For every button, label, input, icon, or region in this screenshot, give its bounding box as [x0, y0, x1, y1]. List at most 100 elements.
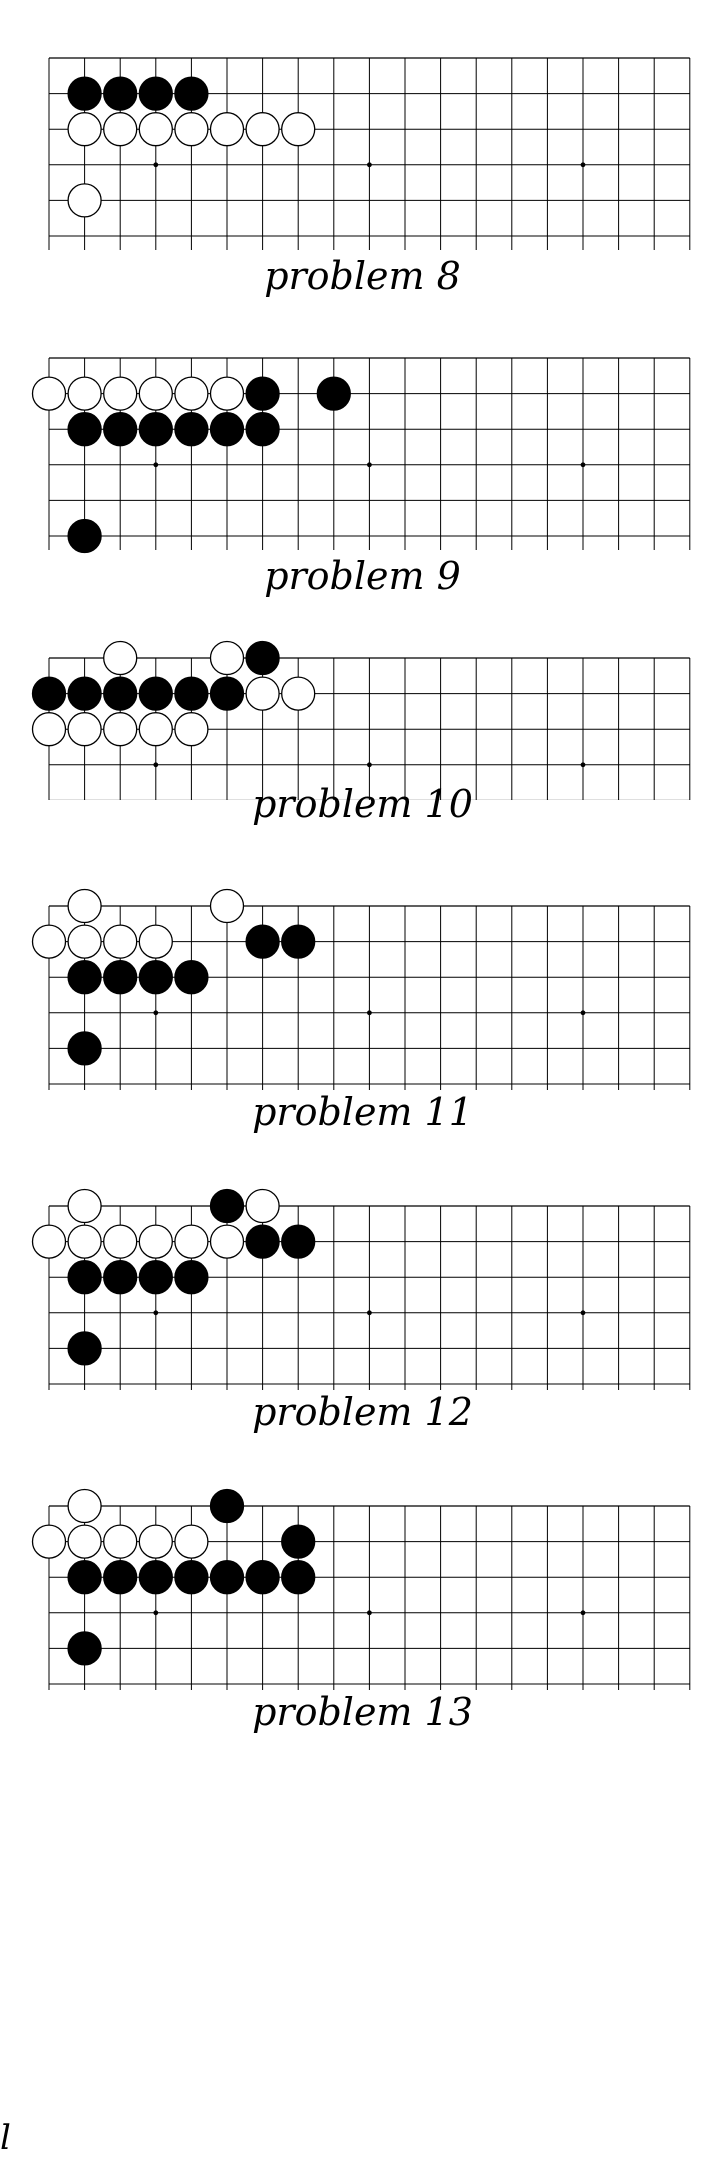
black-stone [281, 1560, 316, 1595]
white-stone [103, 924, 138, 959]
white-stone [245, 112, 280, 147]
black-stone [138, 960, 173, 995]
board-problem-13 [31, 1488, 691, 1690]
page-mark: l [0, 2118, 11, 2158]
star-point [580, 1310, 586, 1316]
white-stone [281, 676, 316, 711]
star-point [153, 1610, 159, 1616]
black-stone [281, 1524, 316, 1559]
board-problem-12 [31, 1188, 691, 1390]
white-stone [209, 376, 245, 411]
star-point [367, 1310, 372, 1316]
white-stone [103, 640, 138, 676]
star-point [153, 1310, 159, 1316]
black-stone [67, 1560, 102, 1595]
black-stone [174, 960, 209, 995]
white-stone [174, 712, 209, 747]
black-stone [67, 1031, 102, 1066]
white-stone [31, 1224, 67, 1259]
black-stone [174, 676, 209, 711]
problem-8: problem 8 [0, 40, 725, 300]
black-stone [209, 1188, 245, 1224]
black-stone [138, 676, 173, 711]
star-point [367, 1010, 372, 1016]
white-stone [138, 376, 173, 411]
white-stone [209, 1224, 245, 1259]
black-stone [138, 76, 173, 111]
star-point [153, 1010, 159, 1016]
problem-11: problem 11 [0, 870, 725, 1140]
star-point [367, 1610, 372, 1616]
black-stone [67, 412, 102, 447]
white-stone [138, 712, 173, 747]
black-stone [245, 376, 280, 411]
black-stone [209, 412, 245, 447]
star-point [580, 462, 586, 468]
black-stone [67, 76, 102, 111]
white-stone [67, 1224, 102, 1259]
problem-12-title: problem 12 [252, 1390, 473, 1434]
black-stone [103, 1260, 138, 1295]
problem-11-title: problem 11 [252, 1090, 473, 1134]
star-point [580, 1610, 586, 1616]
white-stone [31, 1524, 67, 1559]
white-stone [209, 888, 245, 924]
star-point [580, 162, 586, 168]
black-stone [31, 676, 67, 711]
black-stone [174, 76, 209, 111]
black-stone [103, 76, 138, 111]
problem-10: problem 10 [0, 640, 725, 840]
problem-13: problem 13 [0, 1470, 725, 1740]
problem-12: problem 12 [0, 1170, 725, 1440]
white-stone [174, 376, 209, 411]
black-stone [174, 1560, 209, 1595]
white-stone [103, 1524, 138, 1559]
white-stone [103, 712, 138, 747]
white-stone [67, 1488, 102, 1524]
white-stone [67, 888, 102, 924]
white-stone [281, 112, 316, 147]
white-stone [209, 640, 245, 676]
black-stone [174, 412, 209, 447]
black-stone [281, 924, 316, 959]
problem-10-title: problem 10 [252, 782, 473, 826]
white-stone [138, 112, 173, 147]
black-stone [209, 1560, 245, 1595]
board-problem-10 [31, 640, 691, 800]
black-stone [209, 676, 245, 711]
black-stone [67, 1260, 102, 1295]
white-stone [103, 1224, 138, 1259]
black-stone [245, 924, 280, 959]
black-stone [67, 1331, 102, 1366]
white-stone [245, 1188, 280, 1224]
black-stone [67, 676, 102, 711]
white-stone [209, 112, 245, 147]
problem-8-title: problem 8 [264, 254, 461, 298]
black-stone [245, 640, 280, 676]
star-point [367, 762, 372, 768]
white-stone [103, 112, 138, 147]
board-problem-8 [48, 57, 691, 250]
black-stone [138, 1260, 173, 1295]
black-stone [103, 960, 138, 995]
white-stone [31, 712, 67, 747]
black-stone [174, 1260, 209, 1295]
white-stone [174, 1524, 209, 1559]
star-point [153, 762, 159, 768]
problem-13-title: problem 13 [252, 1690, 473, 1734]
black-stone [103, 412, 138, 447]
star-point [367, 462, 372, 468]
star-point [153, 462, 159, 468]
problem-9-title: problem 9 [264, 554, 461, 598]
star-point [580, 762, 586, 768]
star-point [580, 1010, 586, 1016]
black-stone [103, 676, 138, 711]
black-stone [245, 412, 280, 447]
problem-9: problem 9 [0, 340, 725, 600]
white-stone [67, 712, 102, 747]
black-stone [138, 412, 173, 447]
white-stone [174, 112, 209, 147]
black-stone [316, 376, 351, 411]
white-stone [67, 924, 102, 959]
white-stone [67, 112, 102, 147]
